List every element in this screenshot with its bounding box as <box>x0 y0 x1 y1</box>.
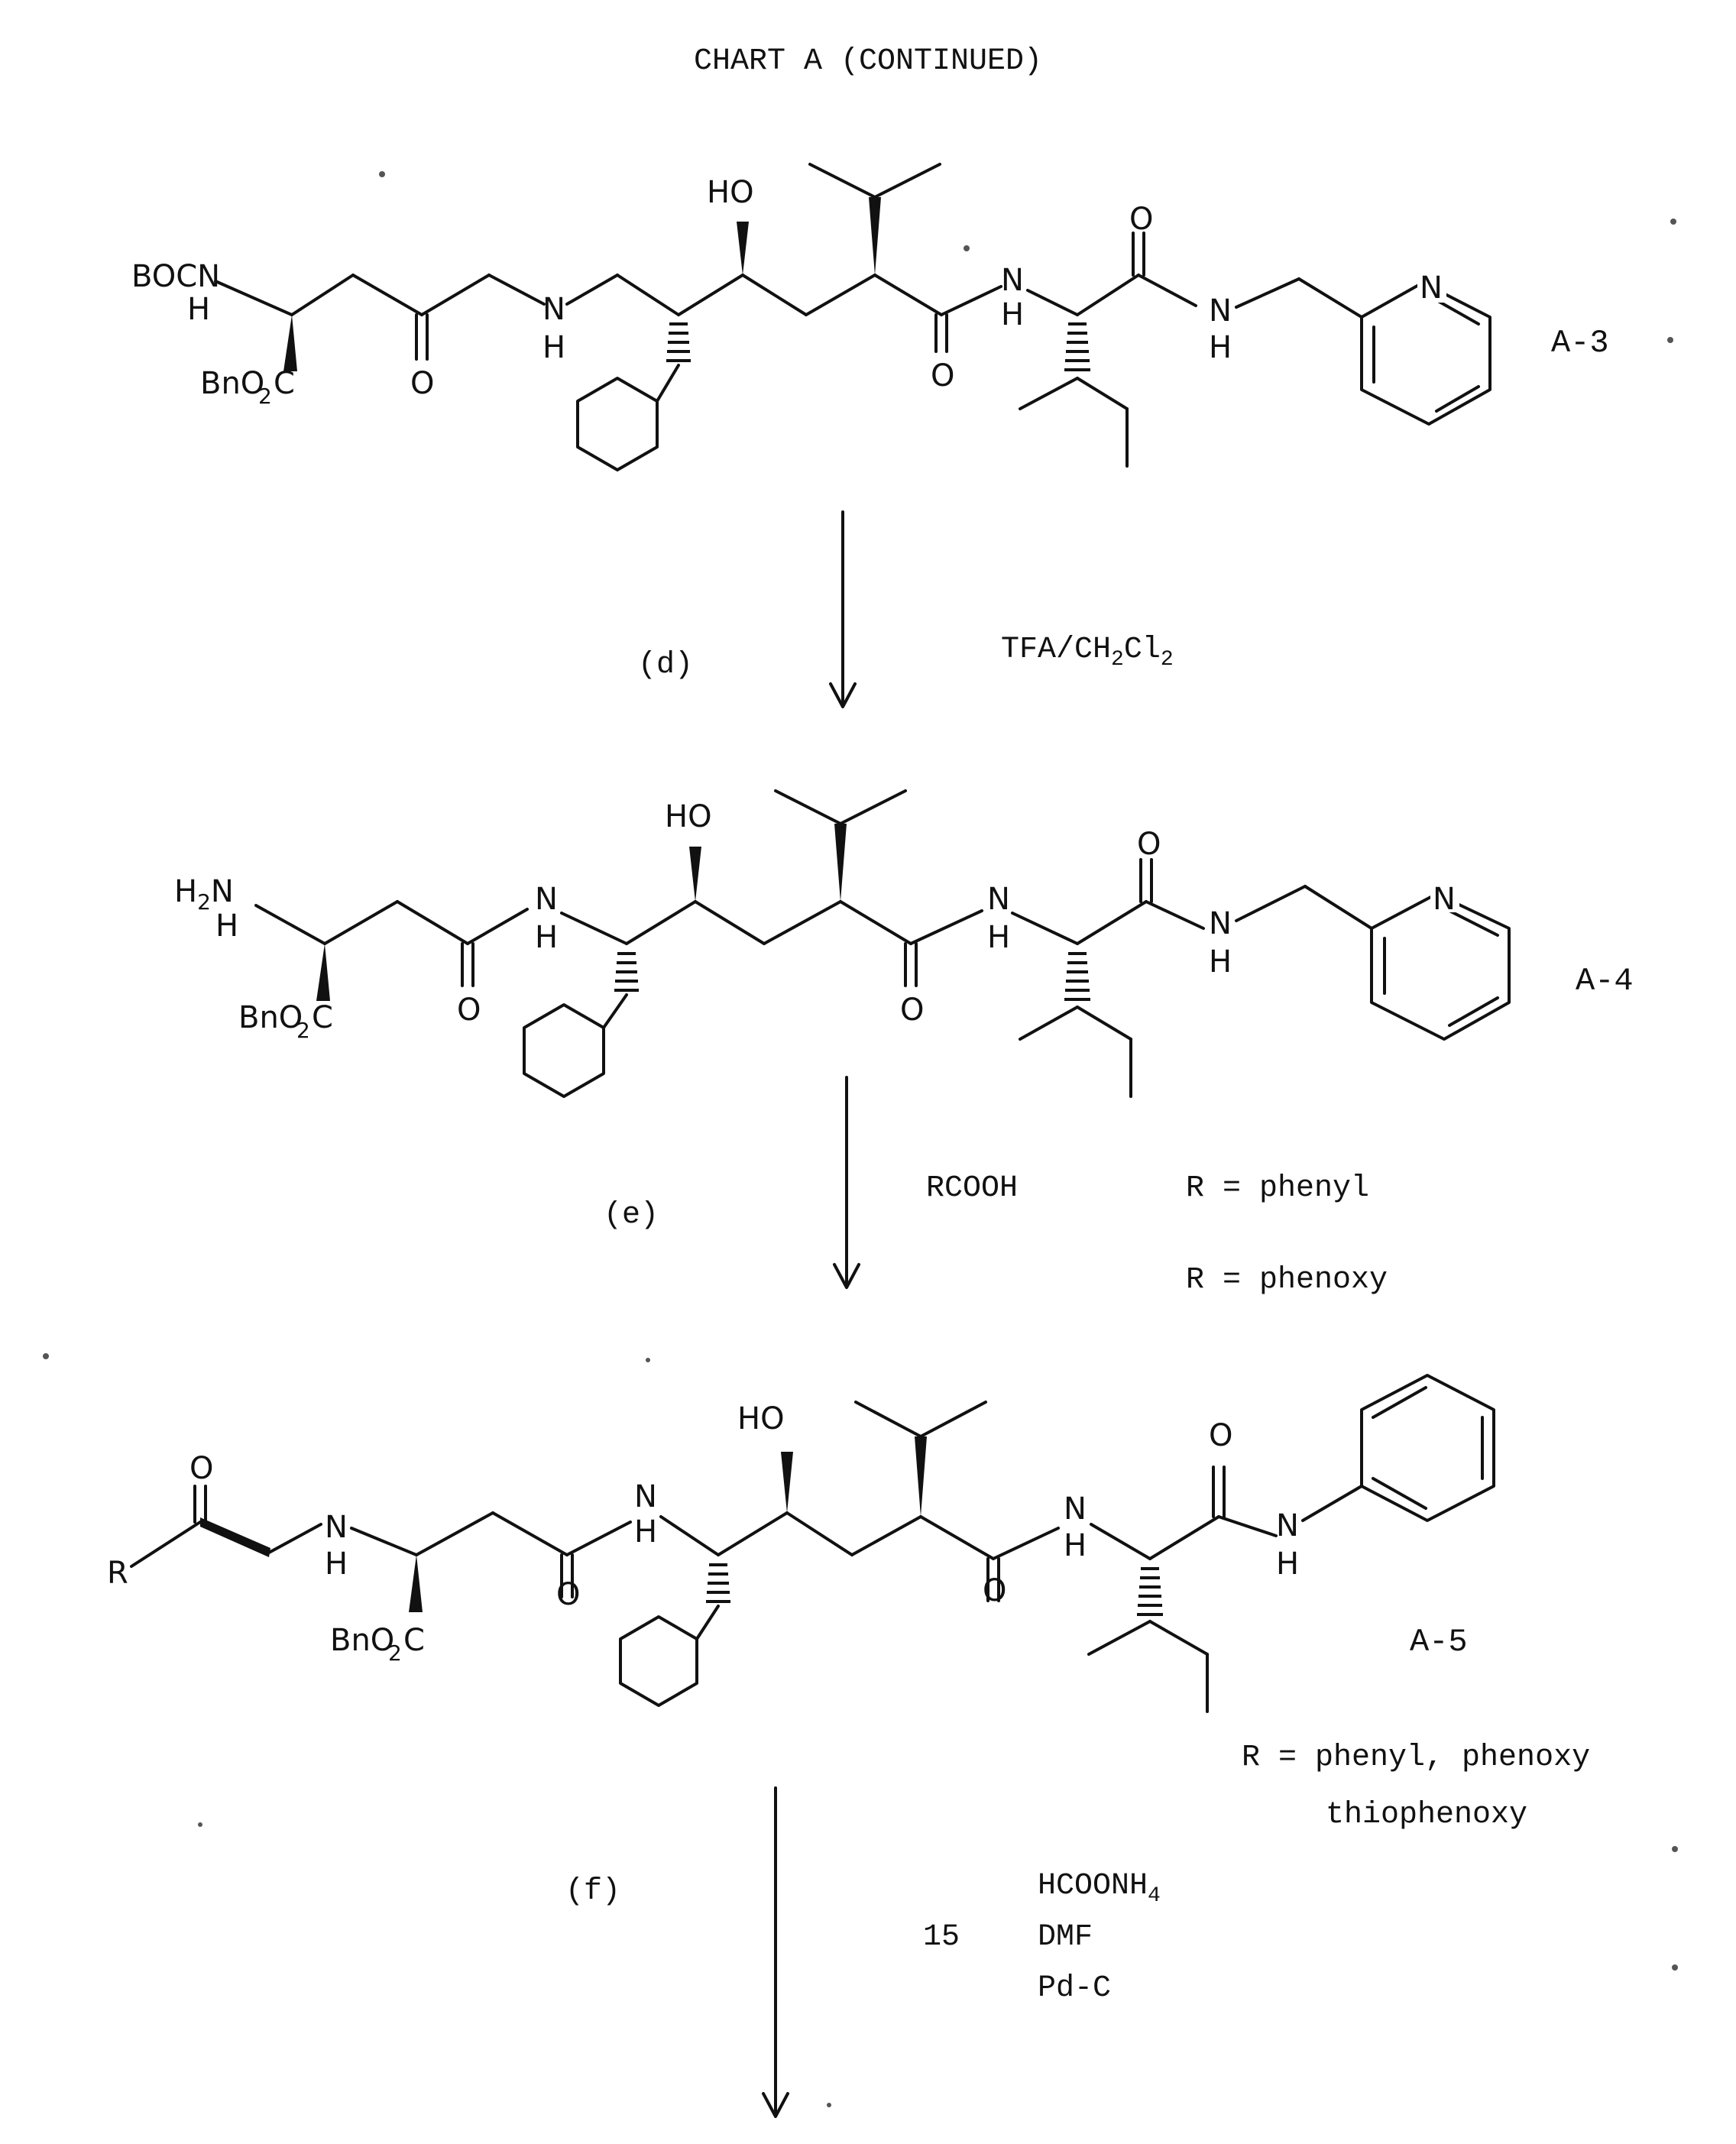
a5-bno2c-c: C <box>403 1623 425 1658</box>
a3-amide2-h: H <box>1209 330 1232 365</box>
a3-amide2-n: N <box>1209 293 1232 329</box>
step-f-reagent-2: DMF <box>1038 1920 1093 1955</box>
a4-bno2c-c: C <box>312 1000 333 1035</box>
step-e: (e) RCOOH R = phenyl R = phenoxy <box>604 1077 1388 1297</box>
a5-amide0-o: O <box>556 1577 580 1612</box>
step-d: (d) TFA/CH2Cl2 <box>638 512 1174 707</box>
a5-r-definition-2: thiophenoxy <box>1326 1798 1527 1832</box>
a3-bno2c-2: 2 <box>258 384 272 409</box>
a3-amide2-o: O <box>1129 202 1153 237</box>
a5-amide1-h: H <box>1064 1528 1087 1563</box>
step-e-condition-1: R = phenyl <box>1186 1171 1369 1206</box>
a5-hydroxyl: HO <box>737 1401 785 1436</box>
a4-amide1-n: N <box>987 882 1010 917</box>
a5-amine-h: H <box>325 1546 348 1582</box>
a5-amide0-h: H <box>634 1514 657 1550</box>
a3-amide1-o: O <box>931 358 954 393</box>
a4-bno2c-bn: BnO <box>238 1000 303 1035</box>
step-f-reagent-3: Pd-C <box>1038 1971 1111 2006</box>
step-d-label: (d) <box>638 648 693 682</box>
a5-anilide-n: N <box>1276 1508 1299 1543</box>
a3-amide1-h: H <box>1001 297 1024 332</box>
a3-bno2c-bn: BnO <box>200 366 264 401</box>
a4-amide1-o: O <box>900 993 924 1028</box>
a5-r-definition-1: R = phenyl, phenoxy <box>1242 1741 1590 1775</box>
a4-amide2-n: N <box>1209 906 1232 941</box>
a5-amide2-o: O <box>1209 1418 1232 1453</box>
a4-amide0-n: N <box>535 882 558 917</box>
step-e-label: (e) <box>604 1198 659 1232</box>
step-f-reagent-1: HCOONH4 <box>1038 1869 1161 1908</box>
a5-amide1-n: N <box>1064 1491 1087 1527</box>
a5-anilide-h: H <box>1276 1546 1299 1582</box>
step-f-label: (f) <box>565 1874 620 1909</box>
a3-pyridine-n: N <box>1420 270 1443 306</box>
a5-acyl-o: O <box>189 1451 213 1486</box>
a5-r-group: R <box>107 1556 128 1591</box>
a5-amide0-n: N <box>634 1479 657 1514</box>
a4-amide0-o: O <box>457 993 481 1028</box>
step-f-line-number: 15 <box>923 1920 960 1955</box>
a3-amine-h: H <box>542 330 565 365</box>
chart-title: CHART A (CONTINUED) <box>694 44 1042 79</box>
a4-hydroxyl: HO <box>665 799 712 834</box>
a3-bno2c-c: C <box>274 366 295 401</box>
a4-nh-h: H <box>215 908 238 944</box>
compound-a4-label: A-4 <box>1576 963 1634 999</box>
a3-hydroxyl: HO <box>707 175 754 210</box>
a3-ketone-o: O <box>410 366 434 401</box>
a5-bno2c-bn: BnO <box>330 1623 394 1658</box>
step-f: (f) HCOONH4 15 DMF Pd-C <box>565 1788 1161 2116</box>
structure-a5: R O N H BnO 2 C O N H HO <box>107 1375 1494 1712</box>
a3-bocn-label: BOCN <box>131 259 220 294</box>
structure-a4: H2N H BnO 2 C O N H HO O N <box>174 791 1509 1096</box>
a5-amine-n: N <box>325 1510 348 1545</box>
a3-amine-n: N <box>542 292 565 327</box>
compound-a3-label: A-3 <box>1551 325 1609 361</box>
step-e-condition-2: R = phenoxy <box>1186 1263 1388 1297</box>
structure-a3: BOCN H BnO 2 C O N H HO <box>131 164 1490 470</box>
compound-a5-label: A-5 <box>1410 1624 1468 1660</box>
a4-pyridine-n: N <box>1433 882 1456 917</box>
a4-bno2c-2: 2 <box>296 1018 310 1043</box>
a5-amide1-o: O <box>983 1573 1006 1608</box>
a4-amide1-h: H <box>987 920 1010 955</box>
a4-amide2-h: H <box>1209 944 1232 980</box>
a4-amide2-o: O <box>1137 827 1161 862</box>
a4-amide0-h: H <box>535 920 558 955</box>
a3-amide1-n: N <box>1001 263 1024 298</box>
step-e-reagent: RCOOH <box>926 1171 1018 1206</box>
a3-nh-h: H <box>187 292 210 327</box>
a5-bno2c-2: 2 <box>388 1640 402 1666</box>
step-d-reagent: TFA/CH2Cl2 <box>1001 633 1174 672</box>
